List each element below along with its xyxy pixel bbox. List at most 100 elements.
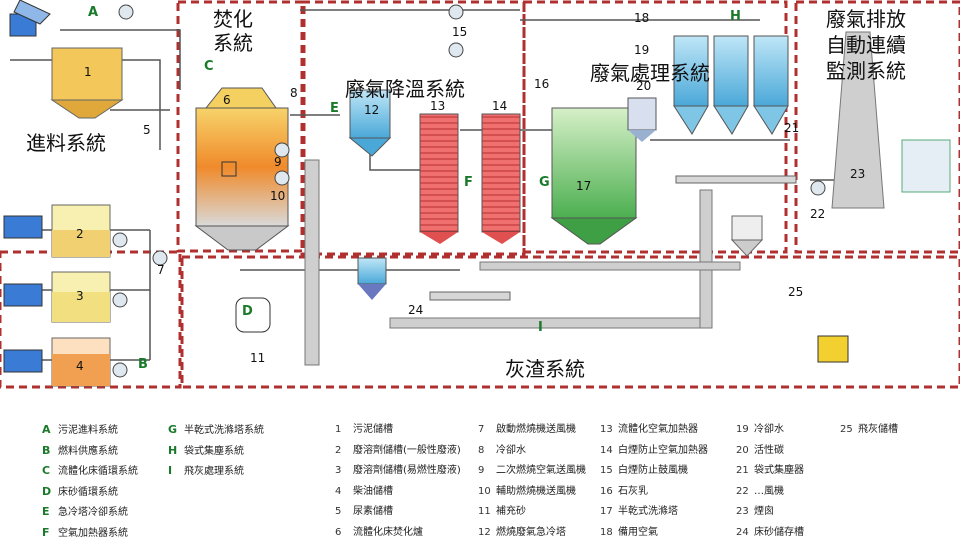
ash-hopper (357, 257, 387, 300)
legend-text: 補充砂 (496, 506, 526, 517)
svg-text:21: 21 (784, 121, 799, 135)
conveyor (304, 159, 797, 366)
svg-text:2: 2 (76, 227, 84, 241)
legend-entry: B 燃料供應系統 (42, 441, 138, 462)
legend-key: C (42, 464, 51, 477)
equipment-numbers: 1 2 3 4 5 6 7 8 9 10 11 12 13 14 15 16 1… (76, 11, 865, 373)
svg-text:12: 12 (364, 103, 379, 117)
legend-text: 床砂循環系統 (58, 486, 118, 498)
svg-text:16: 16 (534, 77, 549, 91)
fans (112, 4, 826, 378)
legend-key: 15 (600, 465, 613, 476)
quench-tower (348, 89, 392, 157)
legend-key: 17 (600, 506, 613, 517)
legend-text: 半乾式洗滌塔系統 (184, 425, 264, 436)
svg-text:1: 1 (84, 65, 92, 79)
cems-monitor (901, 139, 951, 193)
zone-borders (0, 0, 960, 389)
legend-key: I (168, 464, 173, 477)
legend-entry: 3 廢溶劑儲槽(易燃性廢液) (335, 461, 461, 482)
zone-feeding: 進料系統 (26, 131, 106, 155)
svg-text:I: I (538, 320, 543, 335)
legend-text: 燃料供應系統 (58, 445, 118, 457)
sand-conveyor (235, 297, 271, 333)
scrubber (550, 107, 638, 245)
legend-text: 煙囪 (754, 506, 774, 517)
legend-text: 輔助燃燒機送風機 (496, 485, 576, 497)
legend-key: 12 (478, 526, 491, 538)
legend-key: D (42, 484, 52, 498)
legend-text: 柴油儲槽 (353, 485, 393, 497)
legend-text: 白煙防止鼓風機 (618, 465, 688, 476)
legend-text: 燃燒廢氣急冷塔 (496, 526, 566, 538)
legend-text: 流體化床焚化爐 (353, 526, 423, 538)
legend-entry: 12 燃燒廢氣急冷塔 (478, 523, 586, 544)
legend-text: 活性碳 (754, 444, 784, 456)
heater-13 (419, 113, 459, 244)
svg-text:25: 25 (788, 285, 803, 299)
svg-text:G: G (539, 175, 550, 190)
legend-key: 23 (736, 506, 749, 517)
legend-key: 10 (478, 485, 491, 497)
legend-entry: G 半乾式洗滌塔系統 (168, 420, 264, 441)
legend-key: 13 (600, 424, 613, 435)
legend-key: 19 (736, 424, 749, 435)
legend-text: 備用空氣 (618, 526, 658, 538)
legend-text: 尿素儲槽 (353, 506, 393, 517)
zone-incineration: 焚化系統 (213, 7, 253, 55)
legend-key: 9 (478, 465, 485, 476)
legend-text: 廢溶劑儲槽(易燃性廢液) (353, 465, 461, 476)
carbon-hopper (627, 97, 657, 142)
legend-key: 3 (335, 465, 342, 476)
svg-text:4: 4 (76, 359, 84, 373)
svg-text:23: 23 (850, 167, 865, 181)
bag-filters (673, 35, 789, 135)
legend-text: 啟動燃燒機送風機 (496, 424, 576, 435)
tank-3 (51, 271, 111, 323)
legend-entry: 24 床砂儲存槽 (736, 523, 804, 544)
legend-key: F (42, 525, 50, 539)
legend-text: 廢溶劑儲槽(一般性廢液) (353, 444, 461, 456)
legend-key: 11 (478, 506, 491, 517)
legend-key: B (42, 443, 51, 457)
legend-entry: 10 輔助燃燒機送風機 (478, 482, 586, 503)
svg-text:6: 6 (223, 93, 231, 107)
legend-key: 2 (335, 444, 342, 456)
svg-text:D: D (242, 304, 253, 319)
legend-key: G (168, 423, 178, 436)
legend-text: 飛灰儲槽 (858, 424, 898, 435)
svg-text:14: 14 (492, 99, 507, 113)
incinerator (194, 87, 290, 251)
legend-entry: 9 二次燃燒空氣送風機 (478, 461, 586, 482)
legend-key: 24 (736, 526, 749, 538)
svg-text:A: A (88, 5, 98, 20)
svg-text:E: E (330, 101, 339, 116)
legend-text: 二次燃燒空氣送風機 (496, 465, 586, 476)
legend-key: 14 (600, 444, 613, 456)
legend-entry: 11 補充砂 (478, 502, 586, 523)
legend-key: A (42, 423, 51, 436)
svg-text:18: 18 (634, 11, 649, 25)
legend-text: 袋式集塵系統 (184, 445, 244, 457)
legend-text: 床砂儲存槽 (754, 526, 804, 538)
legend-key: H (168, 443, 178, 457)
legend-key: 16 (600, 485, 613, 497)
legend-text: 流體化床循環系統 (58, 466, 138, 477)
legend-key: E (42, 505, 50, 518)
